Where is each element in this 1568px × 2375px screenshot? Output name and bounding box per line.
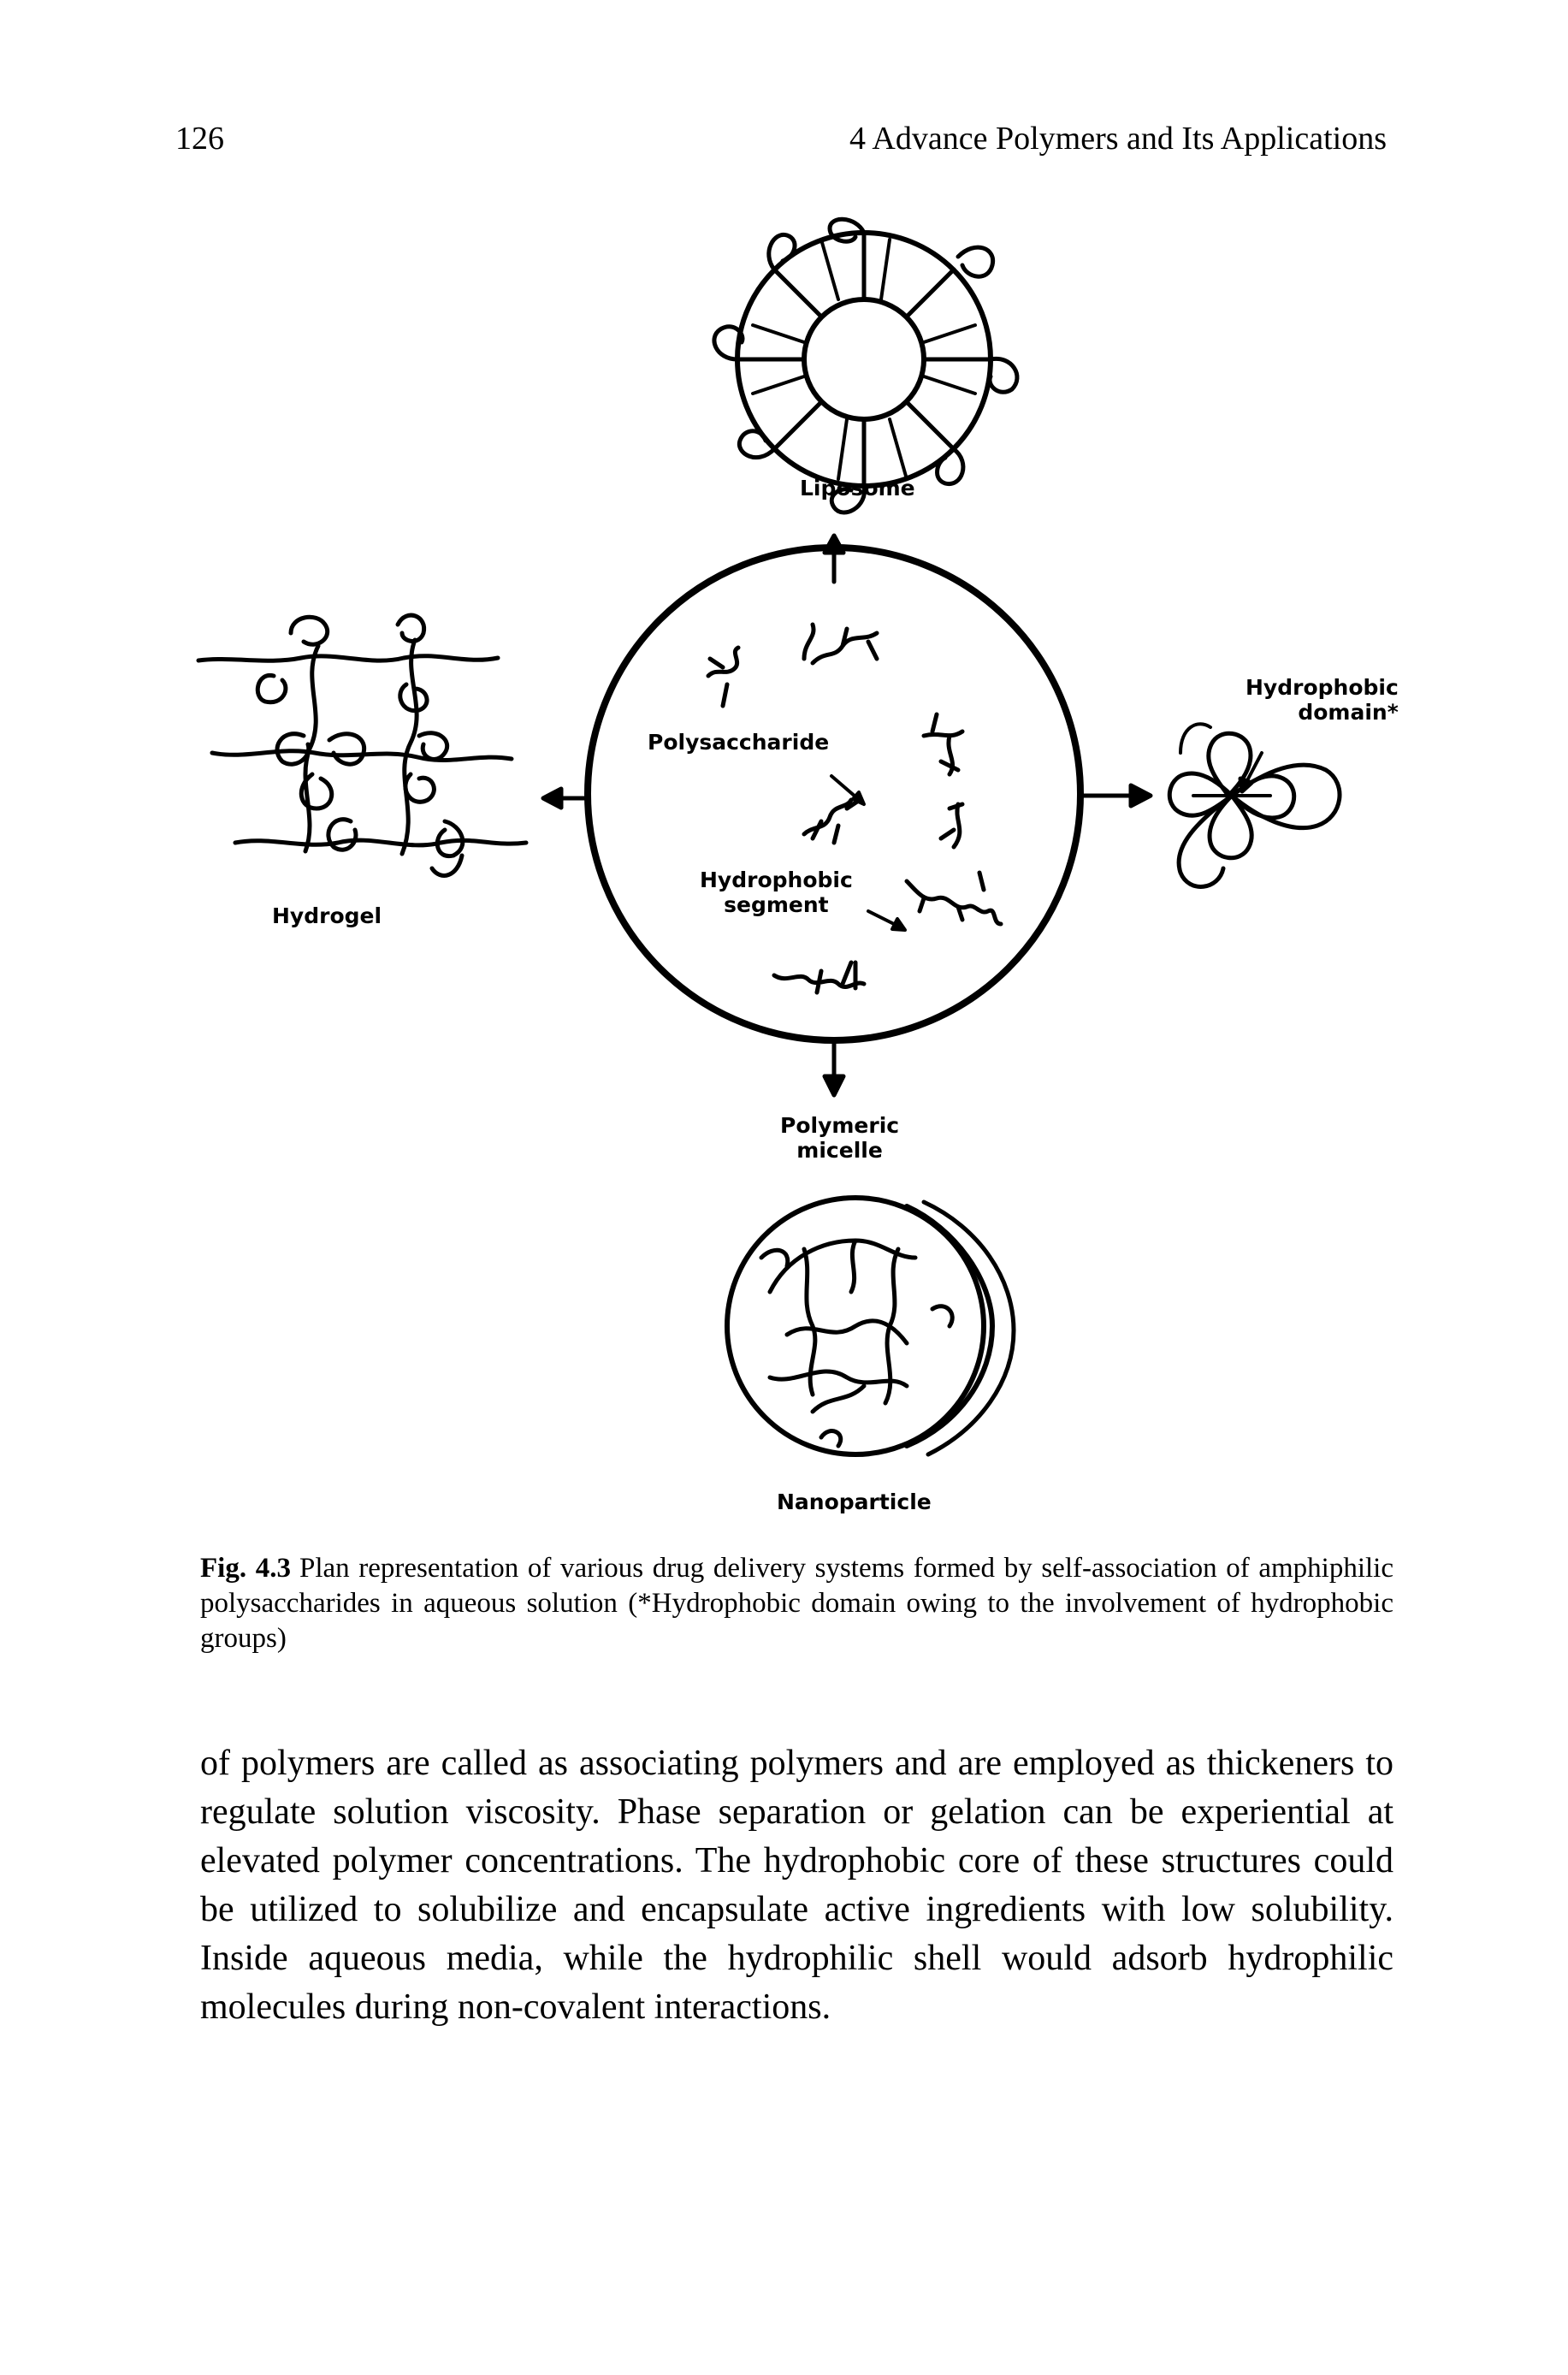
page-number: 126 bbox=[175, 121, 224, 157]
nanoparticle-illustration bbox=[725, 1195, 1016, 1457]
label-polymeric-micelle: Polymeric micelle bbox=[780, 1113, 900, 1163]
liposome-illustration bbox=[712, 216, 1020, 515]
label-hydrophobic-segment: Hydrophobic segment bbox=[700, 868, 853, 917]
label-hydrophobic-domain: Hydrophobic domain* bbox=[1246, 675, 1399, 725]
body-paragraph: of polymers are called as associating po… bbox=[200, 1744, 1393, 2027]
segment-pointer-arrows bbox=[830, 774, 907, 932]
figure-diagram bbox=[196, 216, 1342, 1457]
central-polysaccharide-circle bbox=[584, 544, 1084, 1044]
figure-drug-delivery-systems: Liposome Hydrogel Polysaccharide Hydroph… bbox=[196, 216, 1399, 1514]
hydrophobic-domain-illustration bbox=[1167, 722, 1342, 889]
arrow-to-hydrogel bbox=[541, 786, 589, 810]
label-polysaccharide: Polysaccharide bbox=[648, 730, 830, 755]
arrow-to-micelle bbox=[822, 1039, 846, 1098]
arrow-to-liposome bbox=[822, 533, 846, 584]
label-nanoparticle: Nanoparticle bbox=[777, 1490, 932, 1514]
caption-text: Plan representation of various drug deli… bbox=[200, 1553, 1393, 1654]
figure-number: Fig. 4.3 bbox=[200, 1553, 291, 1584]
label-liposome: Liposome bbox=[800, 476, 915, 500]
arrow-to-hydrophobic-domain bbox=[1079, 783, 1153, 808]
hydrogel-illustration bbox=[196, 613, 529, 878]
label-hydrogel: Hydrogel bbox=[272, 903, 382, 928]
running-head: 4 Advance Polymers and Its Applications bbox=[849, 121, 1387, 157]
